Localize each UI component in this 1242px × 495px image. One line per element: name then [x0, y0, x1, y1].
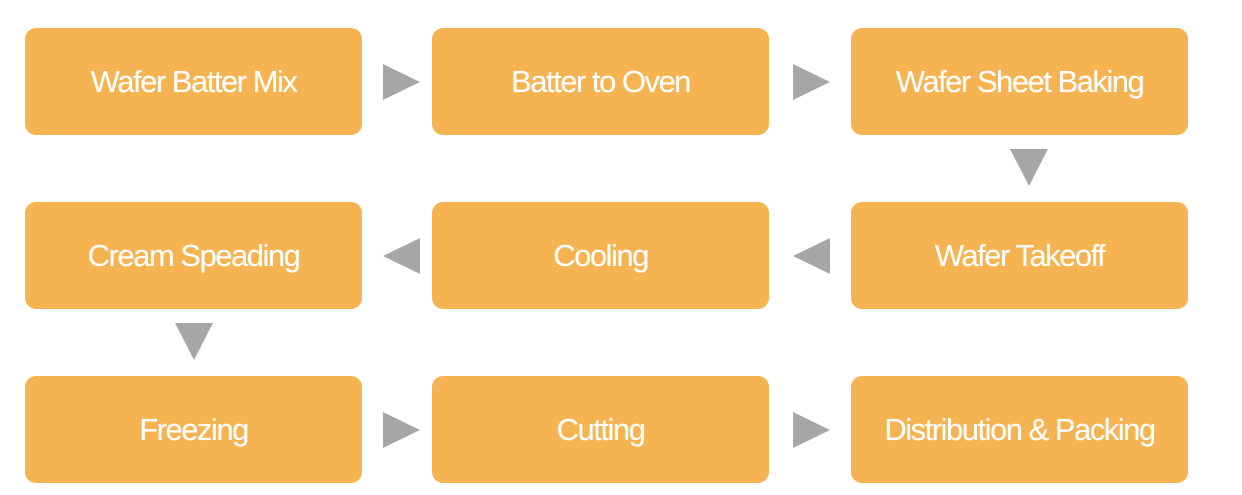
step-batter-to-oven: Batter to Oven: [432, 28, 769, 135]
arrow-left-icon: [383, 238, 420, 274]
arrow-left-icon: [793, 238, 830, 274]
step-wafer-sheet-baking: Wafer Sheet Baking: [851, 28, 1188, 135]
arrow-down-icon: [175, 323, 213, 360]
step-cooling: Cooling: [432, 202, 769, 309]
arrow-right-icon: [793, 64, 830, 100]
step-distribution-packing: Distribution & Packing: [851, 376, 1188, 483]
step-label: Cutting: [556, 411, 646, 447]
step-wafer-batter-mix: Wafer Batter Mix: [25, 28, 362, 135]
step-label: Wafer Takeoff: [934, 237, 1106, 273]
step-label: Wafer Sheet Baking: [895, 63, 1145, 99]
arrow-down-icon: [1010, 149, 1048, 186]
step-label: Batter to Oven: [511, 63, 691, 99]
step-freezing: Freezing: [25, 376, 362, 483]
step-label: Freezing: [139, 411, 249, 447]
step-cream-speading: Cream Speading: [25, 202, 362, 309]
step-label: Cooling: [553, 237, 649, 273]
step-wafer-takeoff: Wafer Takeoff: [851, 202, 1188, 309]
step-label: Distribution & Packing: [884, 411, 1156, 447]
arrow-right-icon: [383, 412, 420, 448]
step-label: Cream Speading: [87, 237, 301, 273]
arrow-right-icon: [793, 412, 830, 448]
arrow-right-icon: [383, 64, 420, 100]
step-cutting: Cutting: [432, 376, 769, 483]
step-label: Wafer Batter Mix: [90, 63, 298, 99]
